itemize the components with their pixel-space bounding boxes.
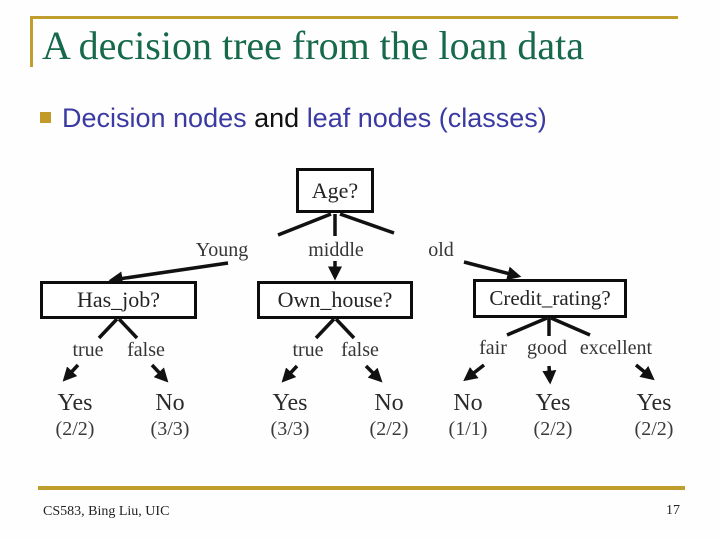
leaf-node: Yes (2/2) (635, 390, 674, 442)
leaf-node: Yes (3/3) (271, 390, 310, 442)
title-accent-bar (30, 16, 33, 67)
root-node-label: Age? (311, 177, 359, 203)
leaf-class: No (155, 390, 185, 416)
branch-label-fair: fair (479, 337, 507, 359)
leaf-count: (2/2) (533, 418, 573, 440)
branch-label-excellent: excellent (579, 337, 653, 359)
bullet-square-icon (40, 112, 51, 123)
decision-node-label: Has_job? (76, 287, 161, 312)
page-number: 17 (666, 503, 680, 518)
bullet-segment-leaf-nodes: leaf nodes (classes) (306, 103, 547, 133)
decision-node-has-job: Has_job? (40, 281, 197, 319)
decision-node-label: Credit_rating? (489, 286, 611, 310)
root-node-age: Age? (296, 168, 374, 213)
leaf-class: No (374, 390, 404, 416)
branch-label-good: good (527, 337, 567, 359)
leaf-class: Yes (272, 390, 308, 416)
bullet-segment-decision-nodes: Decision nodes (62, 103, 247, 133)
leaf-node: No (1/1) (449, 390, 488, 442)
leaf-count: (2/2) (55, 418, 95, 440)
leaf-node: No (2/2) (370, 390, 409, 442)
leaf-count: (3/3) (270, 418, 310, 440)
footer-credit: CS583, Bing Liu, UIC (43, 504, 170, 519)
leaf-count: (1/1) (448, 418, 488, 440)
footer-accent-rule (38, 486, 685, 490)
decision-node-own-house: Own_house? (257, 281, 413, 319)
leaf-class: Yes (57, 390, 93, 416)
slide-title: A decision tree from the loan data (42, 23, 585, 68)
leaf-count: (3/3) (150, 418, 190, 440)
branch-label-false: false (127, 339, 165, 361)
leaf-class: No (453, 390, 483, 416)
leaf-count: (2/2) (369, 418, 409, 440)
top-accent-rule (30, 16, 678, 19)
branch-label-true: true (72, 339, 104, 361)
leaf-node: Yes (2/2) (56, 390, 95, 442)
leaf-count: (2/2) (634, 418, 674, 440)
branch-label-false: false (341, 339, 379, 361)
bullet-line: Decision nodes and leaf nodes (classes) (62, 101, 682, 135)
leaf-class: Yes (636, 390, 672, 416)
decision-node-label: Own_house? (277, 287, 393, 312)
branch-label-old: old (428, 239, 454, 261)
branch-label-young: Young (195, 239, 249, 261)
leaf-class: Yes (535, 390, 571, 416)
leaf-node: Yes (2/2) (534, 390, 573, 442)
leaf-node: No (3/3) (151, 390, 190, 442)
branch-label-true: true (292, 339, 324, 361)
branch-label-middle: middle (308, 239, 364, 261)
decision-node-credit-rating: Credit_rating? (473, 279, 627, 318)
bullet-segment-and: and (246, 103, 307, 133)
